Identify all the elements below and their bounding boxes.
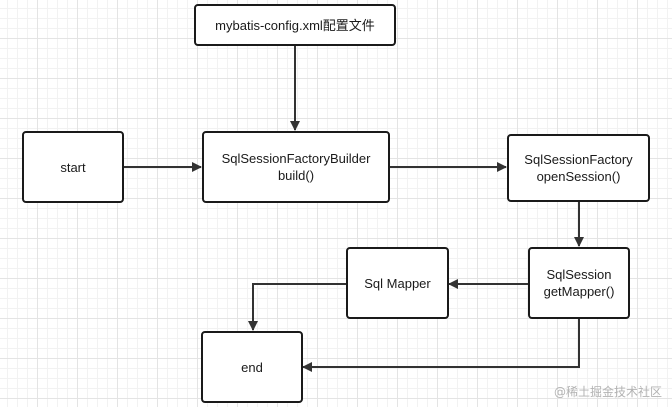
- watermark: @稀土掘金技术社区: [553, 385, 662, 399]
- node-session: SqlSession getMapper(): [528, 247, 630, 319]
- node-session-label: SqlSession: [546, 267, 612, 282]
- edge-mapper-to-end: [248, 283, 347, 331]
- node-mapper: Sql Mapper: [346, 247, 449, 319]
- node-factory-method: openSession(): [536, 169, 621, 184]
- edge-session-to-end: [302, 318, 580, 372]
- node-end: end: [201, 331, 303, 403]
- node-builder: SqlSessionFactoryBuilder build(): [202, 131, 390, 203]
- node-start-label: start: [60, 159, 86, 175]
- node-builder-label: SqlSessionFactoryBuilder: [221, 151, 371, 166]
- node-start: start: [22, 131, 124, 203]
- node-config: mybatis-config.xml配置文件: [194, 4, 396, 46]
- node-config-label: mybatis-config.xml配置文件: [215, 17, 375, 33]
- node-factory: SqlSessionFactory openSession(): [507, 134, 650, 202]
- node-session-method: getMapper(): [543, 284, 615, 299]
- node-factory-label: SqlSessionFactory: [524, 152, 633, 167]
- node-end-label: end: [241, 359, 263, 375]
- node-builder-method: build(): [277, 168, 315, 183]
- node-mapper-label: Sql Mapper: [364, 275, 431, 291]
